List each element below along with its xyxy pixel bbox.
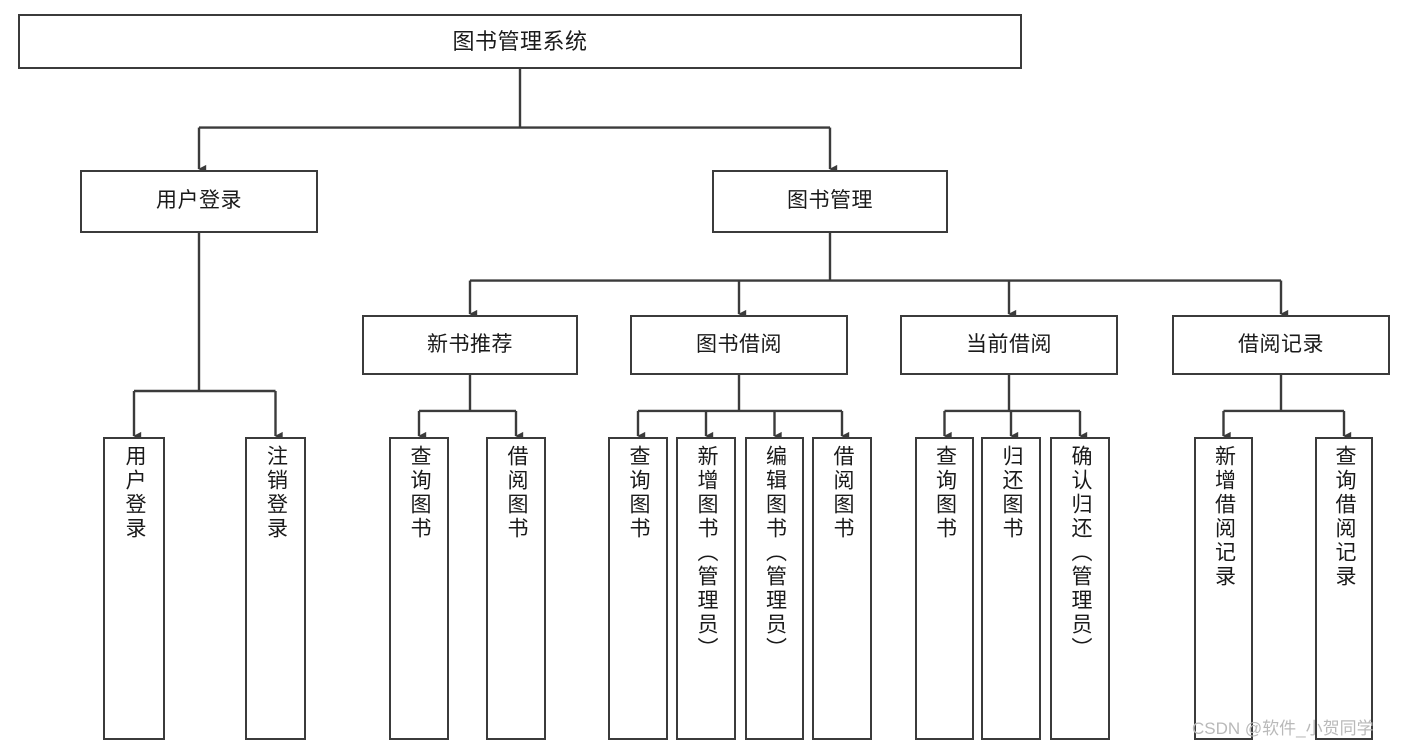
node-leaf-borrow-book-1[interactable]: 借阅图书	[486, 437, 546, 740]
node-leaf-add-book[interactable]: 新增图书（管理员）	[676, 437, 736, 740]
node-root[interactable]: 图书管理系统	[18, 14, 1022, 69]
node-new-book-rec[interactable]: 新书推荐	[362, 315, 578, 375]
node-leaf-query-book-1-label: 查询图书	[408, 445, 432, 541]
node-leaf-return-book[interactable]: 归还图书	[981, 437, 1041, 740]
node-book-borrow[interactable]: 图书借阅	[630, 315, 848, 375]
node-leaf-query-book-2-label: 查询图书	[627, 445, 651, 541]
node-leaf-add-book-label: 新增图书（管理员）	[695, 445, 719, 661]
node-current-borrow[interactable]: 当前借阅	[900, 315, 1118, 375]
node-leaf-query-book-2[interactable]: 查询图书	[608, 437, 668, 740]
node-root-label: 图书管理系统	[452, 28, 588, 54]
node-book-manage-label: 图书管理	[787, 189, 873, 213]
node-leaf-user-login[interactable]: 用户登录	[103, 437, 165, 740]
node-leaf-query-book-1[interactable]: 查询图书	[389, 437, 449, 740]
node-leaf-query-record[interactable]: 查询借阅记录	[1315, 437, 1373, 740]
node-leaf-return-book-label: 归还图书	[1000, 445, 1024, 541]
node-current-borrow-label: 当前借阅	[966, 332, 1052, 356]
node-leaf-query-book-3[interactable]: 查询图书	[915, 437, 974, 740]
node-leaf-logout[interactable]: 注销登录	[245, 437, 306, 740]
node-leaf-confirm-return[interactable]: 确认归还（管理员）	[1050, 437, 1110, 740]
node-leaf-borrow-book-1-label: 借阅图书	[505, 445, 529, 541]
node-leaf-query-record-label: 查询借阅记录	[1333, 445, 1357, 589]
node-leaf-add-record-label: 新增借阅记录	[1212, 445, 1236, 589]
node-book-borrow-label: 图书借阅	[696, 332, 782, 356]
node-borrow-record-label: 借阅记录	[1238, 332, 1324, 356]
node-borrow-record[interactable]: 借阅记录	[1172, 315, 1390, 375]
node-user-login-label: 用户登录	[156, 189, 242, 213]
node-leaf-borrow-book-2-label: 借阅图书	[831, 445, 855, 541]
node-leaf-logout-label: 注销登录	[264, 445, 288, 541]
node-leaf-borrow-book-2[interactable]: 借阅图书	[812, 437, 872, 740]
node-user-login[interactable]: 用户登录	[80, 170, 318, 233]
node-leaf-query-book-3-label: 查询图书	[933, 445, 957, 541]
node-leaf-add-record[interactable]: 新增借阅记录	[1194, 437, 1253, 740]
node-new-book-rec-label: 新书推荐	[427, 332, 513, 356]
node-book-manage[interactable]: 图书管理	[712, 170, 948, 233]
node-leaf-user-login-label: 用户登录	[123, 445, 147, 541]
node-leaf-edit-book[interactable]: 编辑图书（管理员）	[745, 437, 804, 740]
node-leaf-confirm-return-label: 确认归还（管理员）	[1069, 445, 1093, 661]
node-leaf-edit-book-label: 编辑图书（管理员）	[763, 445, 787, 661]
watermark-text: CSDN @软件_小贺同学	[1192, 719, 1374, 738]
